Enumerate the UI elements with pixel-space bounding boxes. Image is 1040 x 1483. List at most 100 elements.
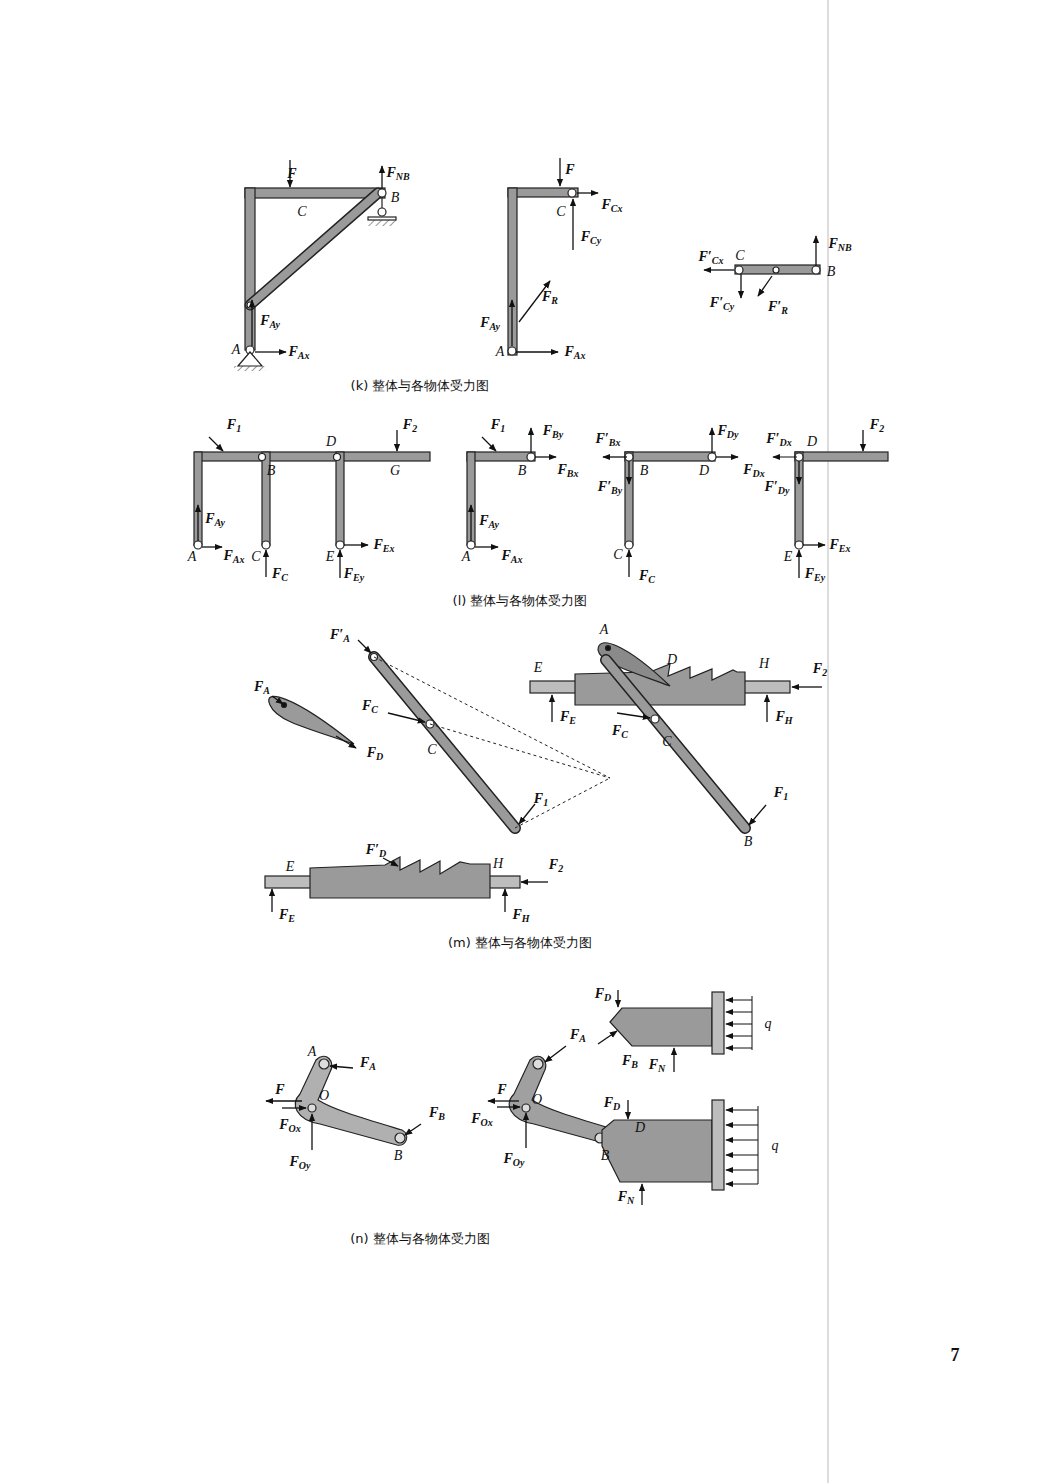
force-arrows — [641, 1184, 642, 1205]
point-label: O — [532, 1093, 542, 1107]
k-structure — [773, 267, 779, 273]
force-arrows — [339, 550, 340, 578]
point-label: C — [613, 548, 622, 562]
k-structure — [250, 193, 378, 305]
l-structure — [795, 452, 888, 461]
force-arrows — [336, 736, 356, 748]
force-label: FAy — [205, 512, 225, 528]
force-arrows — [388, 713, 425, 722]
force-label: F2 — [403, 418, 417, 434]
distributed-load — [726, 1140, 758, 1141]
point-label: B — [744, 835, 753, 849]
n-structure — [308, 1104, 316, 1112]
point-label: D — [699, 464, 709, 478]
l-structure — [467, 452, 475, 545]
force-label: F — [497, 1083, 506, 1097]
point-label: B — [518, 464, 527, 478]
force-label: FAx — [501, 549, 522, 565]
k-structure — [735, 266, 743, 274]
k-structure — [234, 188, 820, 371]
force-label: FBx — [557, 463, 578, 479]
n-structure — [712, 1100, 724, 1190]
m-structure — [575, 664, 745, 705]
point-label: D — [635, 1121, 645, 1135]
force-arrows — [603, 456, 627, 457]
force-label: F′R — [768, 300, 788, 316]
force-arrows — [504, 889, 505, 912]
force-label: FB — [429, 1106, 445, 1122]
force-arrows — [798, 550, 799, 578]
force-arrows — [545, 1046, 566, 1062]
force-label: FBy — [543, 424, 563, 440]
force-label: FE — [279, 908, 295, 924]
force-label: FOy — [503, 1152, 524, 1168]
force-label: FC — [362, 699, 378, 715]
point-label: B — [601, 1149, 610, 1163]
force-arrows — [209, 437, 223, 451]
point-label: C — [427, 743, 436, 757]
l-structure — [334, 454, 341, 461]
point-label: A — [308, 1045, 317, 1059]
force-label: FE — [560, 710, 576, 726]
force-label: F′A — [330, 628, 350, 644]
force-arrows — [617, 713, 650, 718]
force-arrows — [271, 889, 272, 912]
force-arrows — [773, 457, 797, 458]
force-label: F′Cy — [710, 296, 734, 312]
force-label: FC — [272, 567, 288, 583]
l-structure — [625, 452, 633, 545]
point-label: C — [556, 205, 565, 219]
k-structure — [368, 220, 396, 226]
force-label: FA — [360, 1056, 376, 1072]
distributed-load — [726, 1036, 752, 1037]
distributed-load — [726, 1048, 752, 1049]
point-label: A — [496, 345, 505, 359]
force-arrows — [521, 881, 548, 882]
l-structure — [195, 452, 430, 461]
force-arrows — [198, 158, 863, 1205]
point-label: C — [251, 550, 260, 564]
force-label: FA — [254, 680, 270, 696]
n-structure — [602, 1120, 712, 1182]
force-arrows — [497, 1106, 520, 1107]
force-arrows — [358, 640, 371, 653]
m-structure — [265, 643, 790, 898]
point-label: B — [394, 1149, 403, 1163]
m-structure — [269, 696, 354, 744]
force-arrows — [572, 199, 573, 250]
force-label: F1 — [491, 418, 505, 434]
force-label: FEx — [373, 538, 394, 554]
force-label: F2 — [870, 418, 884, 434]
m-structure — [651, 715, 659, 723]
force-arrows — [704, 269, 734, 270]
force-arrows — [197, 505, 198, 541]
force-arrows — [405, 1124, 421, 1135]
point-label: q — [765, 1017, 772, 1031]
force-arrows — [202, 546, 222, 547]
point-label: E — [326, 550, 335, 564]
l-structure — [194, 452, 202, 545]
k-structure — [368, 217, 396, 220]
force-label: FDx — [743, 463, 765, 479]
force-arrows — [330, 1066, 353, 1068]
force-arrows — [266, 1100, 302, 1101]
scan-line — [828, 0, 829, 1483]
force-arrows — [519, 804, 535, 824]
point-label: A — [462, 550, 471, 564]
l-structure — [336, 541, 344, 549]
force-label: FAy — [479, 514, 499, 530]
force-arrows — [511, 300, 512, 346]
point-label: H — [759, 657, 769, 671]
force-label: F1 — [534, 792, 548, 808]
force-arrows — [272, 696, 283, 704]
force-label: FAx — [564, 345, 585, 361]
k-structure — [250, 193, 378, 305]
page-number: 7 — [951, 1346, 960, 1364]
force-label: FEx — [829, 538, 850, 554]
k-structure — [812, 266, 820, 274]
force-arrows — [815, 236, 816, 266]
k-structure — [568, 189, 576, 197]
m-structure — [606, 660, 745, 828]
m-structure — [374, 657, 515, 828]
